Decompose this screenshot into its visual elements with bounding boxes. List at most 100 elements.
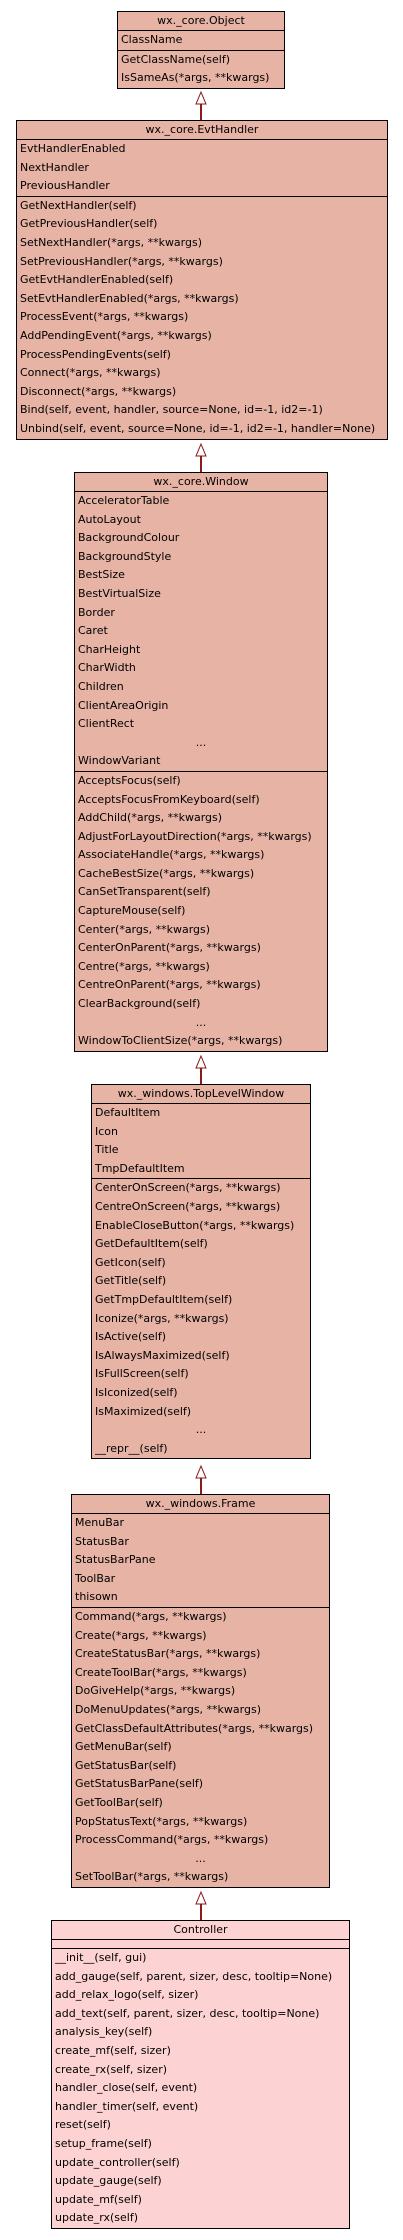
class-box-controller: Controller __init__(self, gui) add_gauge… [51,1920,350,2229]
class-title: wx._core.EvtHandler [17,121,387,140]
method: GetClassName(self) [121,52,231,66]
inherits-arrow-frame-toplevelwindow [195,1464,207,1494]
attributes-section: AcceleratorTable AutoLayout BackgroundCo… [75,492,327,771]
attribute: BestVirtualSize [78,586,161,600]
class-box-object: wx._core.Object ClassName GetClassName(s… [117,11,285,89]
method: SetPreviousHandler(*args, **kwargs) [20,254,223,268]
methods-ellipsis: ... [195,1851,206,1865]
method: IsActive(self) [95,1330,167,1344]
attribute: StatusBar [75,1534,129,1548]
method: EnableCloseButton(*args, **kwargs) [95,1218,295,1232]
method: GetStatusBar(self) [75,1758,177,1772]
method: update_controller(self) [55,2155,180,2169]
method: Centre(*args, **kwargs) [78,959,210,973]
method: CanSetTransparent(self) [78,885,211,899]
class-box-frame: wx._windows.Frame MenuBar StatusBar Stat… [71,1494,330,1888]
method: CreateStatusBar(*args, **kwargs) [75,1647,261,1661]
attributes-section: ClassName [118,31,284,50]
methods-section: CenterOnScreen(*args, **kwargs) CentreOn… [92,1178,310,1458]
method: update_gauge(self) [55,2174,162,2188]
inherits-arrow-toplevelwindow-window [195,1054,207,1084]
method: create_rx(self, sizer) [55,2062,168,2076]
attribute: Title [95,1143,119,1157]
class-title: wx._windows.TopLevelWindow [92,1085,310,1104]
attribute: DefaultItem [95,1106,161,1119]
attributes-section [52,1940,349,1948]
attribute: WindowVariant [78,754,161,768]
method: GetEvtHandlerEnabled(self) [20,273,174,287]
methods-section: AcceptsFocus(self) AcceptsFocusFromKeybo… [75,770,327,1051]
method: GetTmpDefaultItem(self) [95,1292,233,1306]
method: IsFullScreen(self) [95,1367,189,1381]
method: Command(*args, **kwargs) [75,1609,227,1623]
inherits-arrow-controller-frame [195,1890,207,1920]
method: add_text(self, parent, sizer, desc, tool… [55,2006,320,2020]
attributes-section: DefaultItem Icon Title TmpDefaultItem [92,1104,310,1178]
attribute: TmpDefaultItem [95,1161,185,1175]
methods-section: Command(*args, **kwargs) Create(*args, *… [72,1606,329,1887]
class-box-evthandler: wx._core.EvtHandler EvtHandlerEnabled Ne… [16,120,388,440]
method: __init__(self, gui) [55,1951,147,1964]
attribute: Caret [78,624,108,638]
method: GetToolBar(self) [75,1795,163,1809]
class-box-toplevelwindow: wx._windows.TopLevelWindow DefaultItem I… [91,1084,311,1460]
method: IsAlwaysMaximized(self) [95,1348,230,1362]
methods-section: GetClassName(self) IsSameAs(*args, **kwa… [118,49,284,88]
attribute: Border [78,605,115,619]
method: Create(*args, **kwargs) [75,1628,207,1642]
method: ProcessEvent(*args, **kwargs) [20,310,189,324]
method: ProcessPendingEvents(self) [20,347,171,361]
method: handler_close(self, event) [55,2081,198,2095]
method: AcceptsFocusFromKeyboard(self) [78,792,260,806]
class-title: wx._core.Object [118,12,284,31]
attribute: ClientAreaOrigin [78,698,169,712]
method: CenterOnParent(*args, **kwargs) [78,941,261,955]
method: update_rx(self) [55,2211,139,2225]
attribute: ToolBar [75,1571,116,1585]
method: ClearBackground(self) [78,997,201,1011]
method: ProcessCommand(*args, **kwargs) [75,1833,269,1847]
method: GetNextHandler(self) [20,198,137,212]
method: PopStatusText(*args, **kwargs) [75,1814,248,1828]
class-title: wx._core.Window [75,473,327,492]
attributes-section: EvtHandlerEnabled NextHandler PreviousHa… [17,140,387,196]
attribute: BackgroundColour [78,531,180,545]
method: CentreOnScreen(*args, **kwargs) [95,1199,281,1213]
attribute: BestSize [78,568,125,582]
attribute: ClientRect [78,717,135,731]
method: GetStatusBarPane(self) [75,1777,204,1791]
method: CaptureMouse(self) [78,904,186,918]
method: GetMenuBar(self) [75,1740,172,1754]
method: add_gauge(self, parent, sizer, desc, too… [55,1969,333,1983]
method: GetIcon(self) [95,1255,166,1269]
attribute: AutoLayout [78,512,141,526]
method: SetEvtHandlerEnabled(*args, **kwargs) [20,291,239,305]
method: IsSameAs(*args, **kwargs) [121,71,270,85]
method: setup_frame(self) [55,2136,152,2150]
attribute: PreviousHandler [20,179,110,193]
method: IsMaximized(self) [95,1404,192,1418]
methods-ellipsis: ... [195,1423,207,1437]
class-title: wx._windows.Frame [72,1495,329,1514]
attribute: AcceleratorTable [78,494,170,507]
methods-ellipsis: ... [195,1015,207,1029]
attributes-ellipsis: ... [195,735,207,749]
method: CreateToolBar(*args, **kwargs) [75,1665,247,1679]
attribute: CharHeight [78,642,141,656]
method: GetTitle(self) [95,1274,167,1288]
method: Disconnect(*args, **kwargs) [20,384,177,398]
method: handler_timer(self, event) [55,2099,199,2113]
attribute: BackgroundStyle [78,549,172,563]
attribute: MenuBar [75,1516,125,1529]
method: GetDefaultItem(self) [95,1237,208,1251]
method: WindowToClientSize(*args, **kwargs) [78,1034,283,1048]
method: AcceptsFocus(self) [78,773,181,787]
method: GetPreviousHandler(self) [20,217,158,231]
attribute: StatusBarPane [75,1553,156,1567]
method: DoGiveHelp(*args, **kwargs) [75,1684,236,1698]
method: CenterOnScreen(*args, **kwargs) [95,1181,281,1195]
method: CentreOnParent(*args, **kwargs) [78,978,261,992]
method: GetClassDefaultAttributes(*args, **kwarg… [75,1721,314,1735]
methods-section: __init__(self, gui) add_gauge(self, pare… [52,1948,349,2228]
attribute: Children [78,679,124,693]
